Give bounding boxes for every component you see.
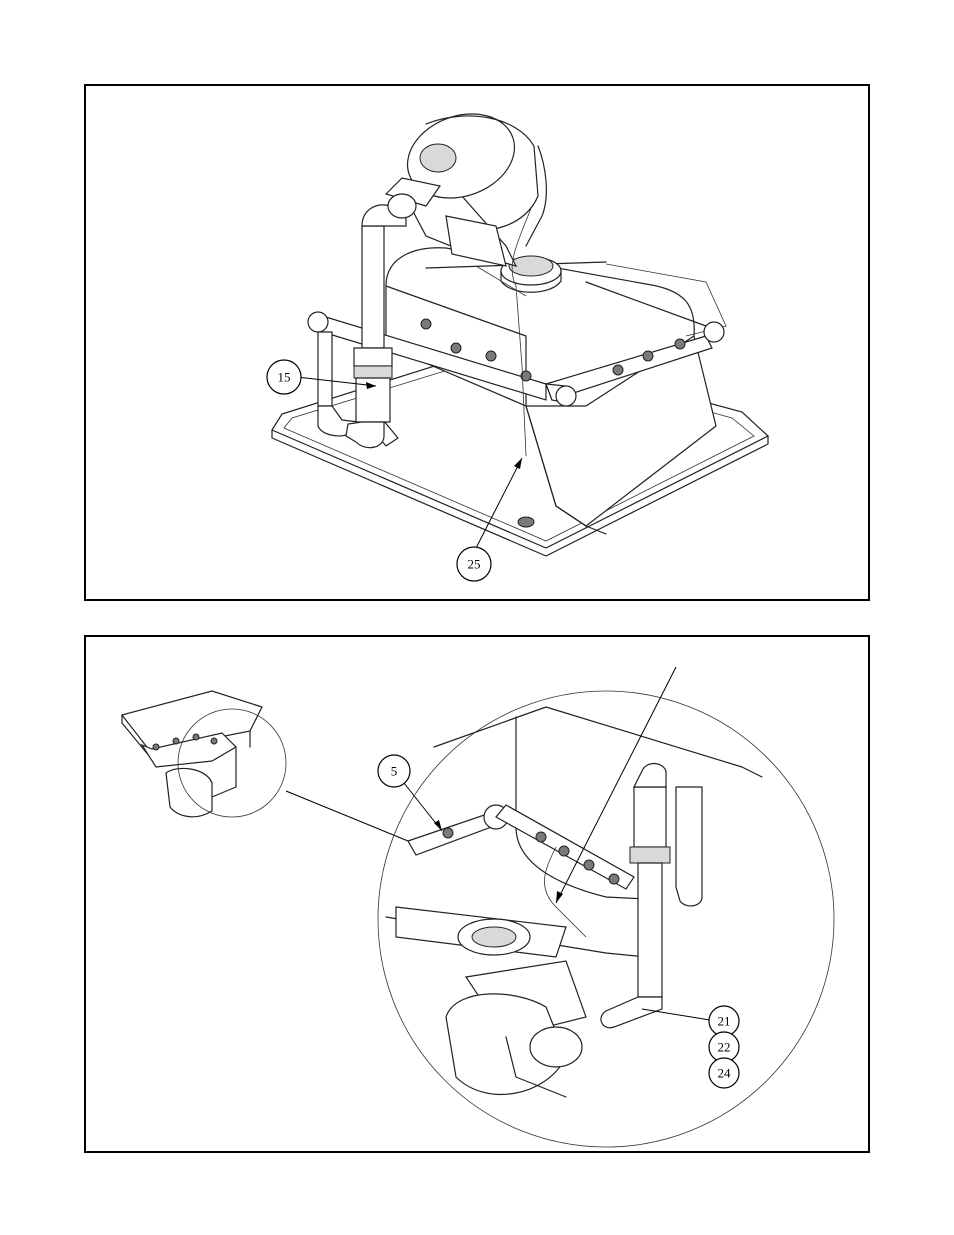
overview-connector [286, 791, 408, 841]
callout-24: 24 [709, 1058, 739, 1088]
callout-25-label: 25 [468, 557, 481, 572]
callout-22-label: 22 [718, 1040, 731, 1055]
top-assembly-drawing: 15 25 [86, 86, 872, 603]
callout-21-label: 21 [718, 1014, 731, 1029]
top-figure-panel: 15 25 [84, 84, 870, 601]
callout-15: 15 [267, 360, 301, 394]
callout-5: 5 [378, 755, 410, 787]
leader-21 [642, 1009, 710, 1020]
detail-circle [378, 667, 834, 1147]
callout-15-label: 15 [278, 370, 291, 385]
callout-25: 25 [457, 547, 491, 581]
bottom-figure-panel: 5 21 22 24 [84, 635, 870, 1153]
bottom-detail-drawing: 5 21 22 24 [86, 637, 872, 1155]
callout-5-label: 5 [391, 764, 398, 779]
callout-24-label: 24 [718, 1066, 732, 1081]
overview-thumbnail [122, 691, 286, 817]
drain-fitting [518, 517, 534, 527]
